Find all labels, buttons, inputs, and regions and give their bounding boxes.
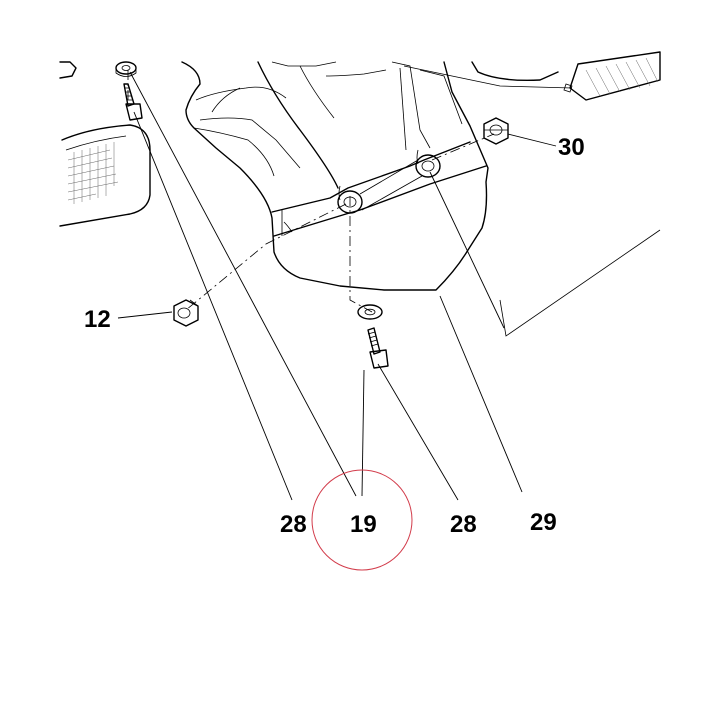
callout-labels: 30 12 28 19 28 29 [84, 134, 585, 538]
washer-top-left [115, 61, 137, 77]
callout-28-left: 28 [280, 511, 307, 538]
highlight-circle [311, 469, 413, 571]
callout-19: 19 [350, 511, 377, 538]
left-housing-fragment [59, 61, 151, 227]
screw-28-centre [367, 327, 389, 369]
frame-outline-right [403, 65, 661, 337]
callout-28-right: 28 [450, 511, 477, 538]
screw-top-left [123, 83, 143, 121]
callout-30: 30 [558, 134, 585, 161]
callout-29: 29 [530, 509, 557, 536]
rear-fender-assembly [181, 61, 489, 291]
top-right-reflector [471, 51, 661, 101]
nut-30 [483, 117, 509, 145]
washer-19 [357, 304, 383, 320]
nut-12 [173, 299, 199, 327]
leader-lines [117, 71, 557, 501]
callout-12: 12 [84, 306, 111, 333]
